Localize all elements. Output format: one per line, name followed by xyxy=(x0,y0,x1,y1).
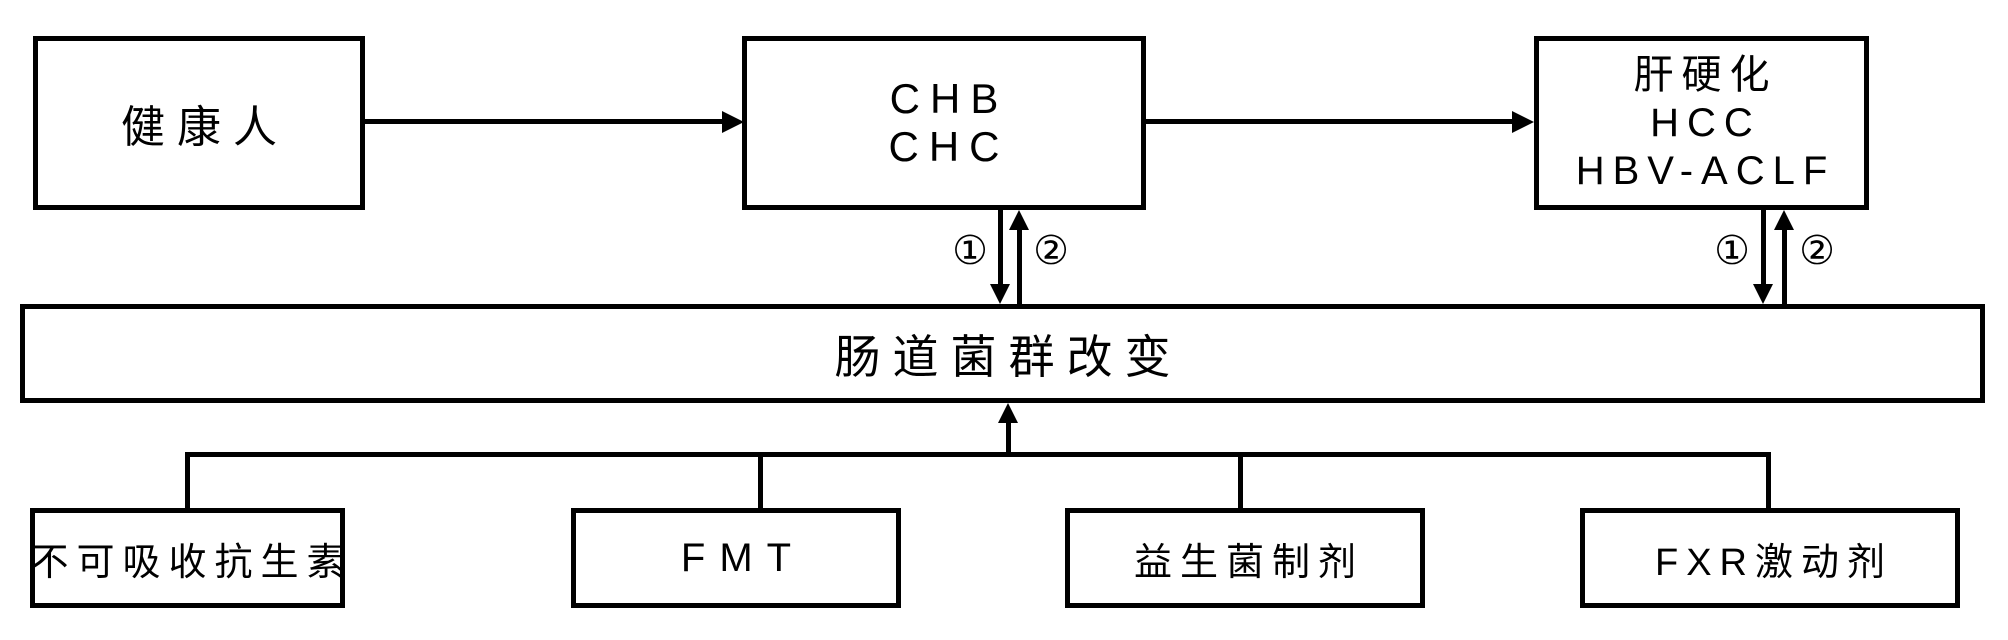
node-hbv-aclf-line: HBV-ACLF xyxy=(1575,149,1836,193)
arrow-bus-to-gut-stem xyxy=(1006,421,1011,457)
stub-antibiotics xyxy=(185,455,190,510)
node-probiotics: 益生菌制剂 xyxy=(1065,508,1425,608)
node-chc-line: CHC xyxy=(888,123,1010,170)
marker-step1-right: ① xyxy=(1714,229,1750,273)
node-fxr-agonist: FXR激动剂 xyxy=(1580,508,1960,608)
node-hcc-line: HCC xyxy=(1650,101,1761,145)
marker-step2-middle: ② xyxy=(1033,229,1069,273)
node-fxr-agonist-label: FXR激动剂 xyxy=(1654,541,1893,584)
arrow-healthy-to-chb-stem xyxy=(365,119,722,124)
arrow-healthy-to-chb-head-icon xyxy=(722,111,744,133)
node-gut-microbiota-label: 肠道菌群改变 xyxy=(834,330,1183,383)
marker-step1-middle: ① xyxy=(952,229,988,273)
node-fmt: FMT xyxy=(571,508,901,608)
arrow-gut-to-chb-up-head-icon xyxy=(1009,210,1029,230)
node-fmt-label: FMT xyxy=(680,535,806,580)
arrow-cirrhosis-to-gut-down-stem xyxy=(1761,210,1766,286)
stub-probiotics xyxy=(1238,455,1243,510)
stub-fxr xyxy=(1766,455,1771,510)
node-cirrhosis-line: 肝硬化 xyxy=(1633,53,1778,97)
arrow-chb-to-cirrhosis-head-icon xyxy=(1512,111,1534,133)
arrow-chb-to-cirrhosis-stem xyxy=(1146,119,1512,124)
node-nonabsorbable-antibiotics-label: 不可吸收抗生素 xyxy=(30,541,353,584)
node-chb-chc: CHB CHC xyxy=(742,36,1146,210)
node-nonabsorbable-antibiotics: 不可吸收抗生素 xyxy=(30,508,345,608)
node-healthy-label: 健康人 xyxy=(121,103,289,152)
arrow-chb-to-gut-down-head-icon xyxy=(990,284,1010,304)
node-probiotics-label: 益生菌制剂 xyxy=(1133,541,1364,584)
bottom-bus-line xyxy=(185,452,1771,457)
marker-step2-right: ② xyxy=(1799,229,1835,273)
arrow-bus-to-gut-head-icon xyxy=(998,403,1018,423)
arrow-cirrhosis-to-gut-down-head-icon xyxy=(1753,284,1773,304)
arrow-chb-to-gut-down-stem xyxy=(998,210,1003,286)
node-gut-microbiota: 肠道菌群改变 xyxy=(20,304,1985,403)
node-cirrhosis-group: 肝硬化 HCC HBV-ACLF xyxy=(1534,36,1869,210)
node-healthy: 健康人 xyxy=(33,36,365,210)
arrow-gut-to-chb-up-stem xyxy=(1017,228,1022,304)
stub-fmt xyxy=(758,455,763,510)
node-chb-line: CHB xyxy=(889,75,1009,122)
arrow-gut-to-cirrhosis-up-stem xyxy=(1782,228,1787,304)
arrow-gut-to-cirrhosis-up-head-icon xyxy=(1774,210,1794,230)
